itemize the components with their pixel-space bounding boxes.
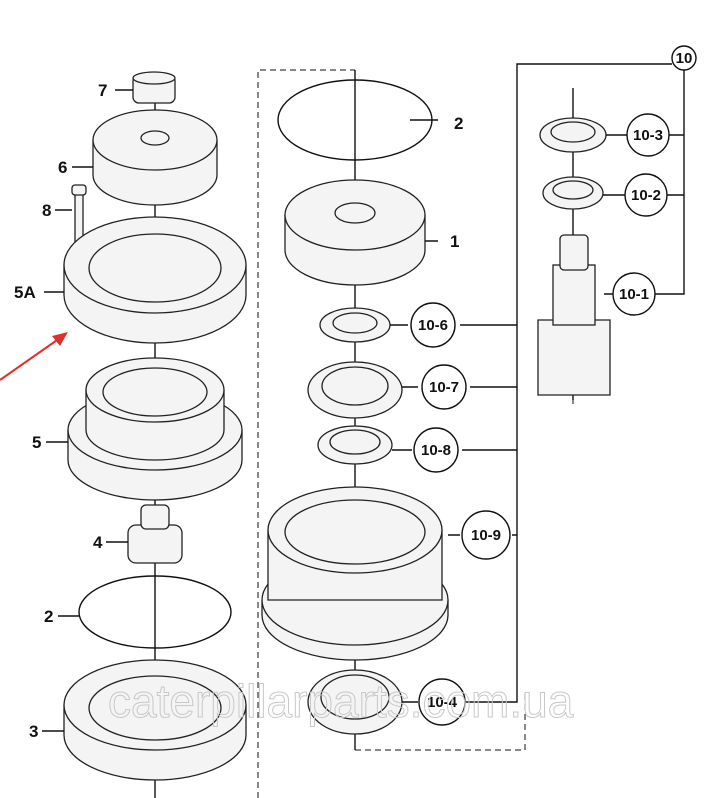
part-10-2-ring xyxy=(542,176,604,210)
part-10-4-bearing xyxy=(307,669,403,735)
callout-10-1: 10-1 xyxy=(612,272,656,316)
label-5: 5 xyxy=(32,433,41,452)
label-4: 4 xyxy=(93,533,103,552)
svg-text:10-8: 10-8 xyxy=(421,442,451,459)
part-10-9-housing xyxy=(261,486,449,661)
part-3-ring-gear xyxy=(63,659,247,781)
label-5a: 5A xyxy=(14,283,36,302)
svg-text:10-3: 10-3 xyxy=(633,127,663,144)
label-2-mid: 2 xyxy=(454,114,463,133)
svg-text:10-7: 10-7 xyxy=(429,379,459,396)
callout-10-2: 10-2 xyxy=(624,173,668,217)
part-5a-ring-gear xyxy=(63,216,247,344)
part-4-sun-gear xyxy=(127,504,183,564)
svg-text:10: 10 xyxy=(676,50,693,67)
part-10-8-ring xyxy=(317,425,393,465)
part-10-7-bearing xyxy=(307,361,403,419)
label-2-left: 2 xyxy=(44,607,53,626)
part-7-pinion xyxy=(132,71,176,104)
callout-10-4: 10-4 xyxy=(418,678,466,726)
part-2-o-ring-left xyxy=(78,575,232,649)
label-6: 6 xyxy=(58,158,67,177)
part-5-housing xyxy=(67,357,243,501)
svg-text:10-6: 10-6 xyxy=(418,317,448,334)
callout-10: 10 xyxy=(671,45,697,71)
callout-10-3: 10-3 xyxy=(626,113,670,157)
red-arrow-indicator xyxy=(0,332,68,381)
part-10-1-shaft xyxy=(537,234,611,396)
label-8: 8 xyxy=(42,201,51,220)
part-10-6-seal xyxy=(319,307,391,343)
svg-text:10-1: 10-1 xyxy=(619,286,649,303)
label-1: 1 xyxy=(450,232,459,251)
label-3: 3 xyxy=(29,722,38,741)
part-1-carrier xyxy=(284,179,426,286)
callout-10-7: 10-7 xyxy=(421,364,467,410)
callout-10-6: 10-6 xyxy=(410,302,456,348)
leader-lines xyxy=(390,63,685,703)
svg-text:10-9: 10-9 xyxy=(471,527,501,544)
watermark: caterpillarparts.com.ua xyxy=(108,675,574,727)
svg-text:10-2: 10-2 xyxy=(631,187,661,204)
svg-text:10-4: 10-4 xyxy=(427,694,458,711)
label-7: 7 xyxy=(98,81,107,100)
callout-10-8: 10-8 xyxy=(413,427,459,473)
part-6-carrier xyxy=(92,109,218,206)
part-10-3-seal xyxy=(539,117,607,153)
callout-10-9: 10-9 xyxy=(461,510,511,560)
